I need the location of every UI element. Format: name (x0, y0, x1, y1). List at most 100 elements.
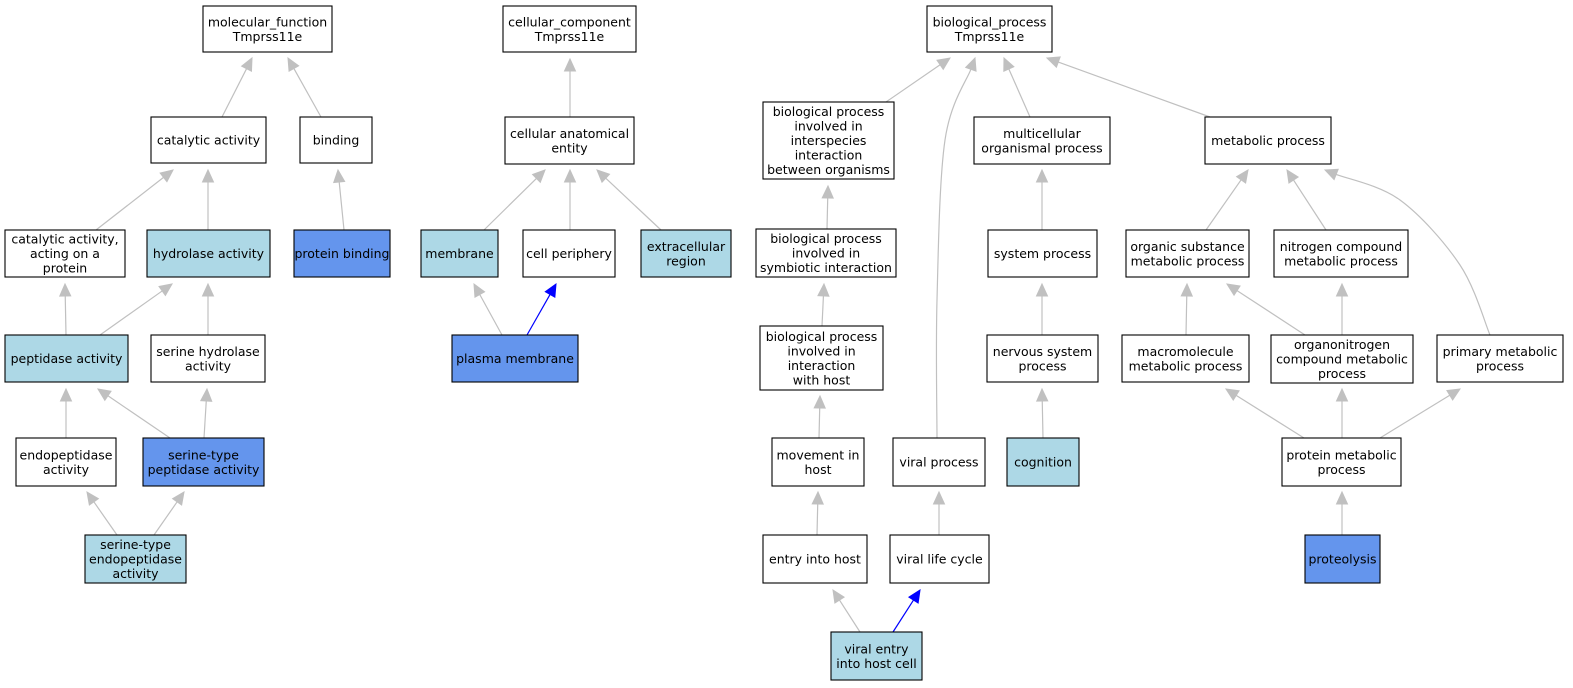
edge-arrowhead (1225, 283, 1241, 297)
edge-line (1293, 179, 1327, 231)
node-box (4, 229, 126, 278)
node-catalytic[interactable]: catalytic activity (150, 116, 267, 164)
node-label-line: plasma membrane (456, 351, 574, 366)
edge-cell_periphery-to-cae (563, 168, 577, 230)
edge-line (605, 177, 662, 231)
node-plasma-membrane[interactable]: plasma membrane (451, 334, 579, 383)
edge-membrane-to-cae (483, 169, 546, 231)
node-label-line: catalytic activity (157, 133, 261, 148)
node-label-line: metabolic process (1284, 253, 1398, 268)
node-label-line: metabolic process (1131, 253, 1245, 268)
edge-arrowhead (1224, 388, 1240, 401)
node-protein-binding[interactable]: protein binding (293, 229, 391, 278)
node-box (762, 534, 868, 584)
edge-nervous_system-to-system_process (1035, 282, 1049, 335)
node-label-line: region (666, 253, 706, 268)
edge-arrowhead (1035, 168, 1049, 183)
edge-line (816, 503, 819, 536)
node-label-line: into host cell (836, 656, 916, 671)
node-label-line: organismal process (981, 140, 1102, 155)
node-proteolysis[interactable]: proteolysis (1304, 534, 1381, 584)
edge-line (1008, 68, 1031, 118)
node-label-line: primary metabolic (1443, 344, 1558, 359)
node-cognition[interactable]: cognition (1006, 437, 1080, 487)
edge-arrowhead (811, 490, 824, 505)
node-label-line: biological process (766, 329, 878, 344)
node-label-line: molecular_function (208, 14, 327, 29)
node-label-line: cellular anatomical (510, 126, 629, 141)
edge-arrowhead (201, 282, 215, 297)
node-box (1204, 116, 1332, 165)
node-binding[interactable]: binding (299, 116, 373, 164)
node-box (892, 437, 986, 487)
edge-line (1041, 400, 1044, 439)
edge-arrowhead (199, 387, 213, 402)
edge-movement_host-to-bp_host (813, 394, 826, 439)
node-membrane[interactable]: membrane (420, 229, 499, 278)
edge-arrowhead (907, 588, 921, 604)
node-label-line: macromolecule (1137, 344, 1233, 359)
node-label-line: biological process (770, 231, 882, 246)
node-label-line: Tmprss11e (954, 29, 1025, 44)
node-viral-life-cycle[interactable]: viral life cycle (889, 534, 990, 584)
edge-protein_metabolic-to-macromolecule (1224, 388, 1305, 439)
edge-line (293, 68, 322, 118)
node-entry-host[interactable]: entry into host (762, 534, 868, 584)
edge-arrowhead (97, 388, 112, 402)
node-cell-periphery[interactable]: cell periphery (522, 229, 616, 278)
edge-plasma_membrane-to-membrane (473, 282, 503, 336)
node-box (926, 5, 1053, 53)
node-peptidase[interactable]: peptidase activity (4, 334, 129, 383)
edge-arrowhead (473, 282, 486, 298)
edge-protein_metabolic-to-primary_metabolic (1379, 388, 1462, 439)
edge-arrowhead (544, 282, 557, 298)
node-label-line: activity (43, 462, 90, 477)
node-label-line: activity (112, 566, 159, 581)
node-system-process[interactable]: system process (987, 229, 1098, 278)
edge-arrowhead (1003, 56, 1015, 72)
edge-arrowhead (1045, 56, 1061, 69)
edge-arrowhead (813, 394, 826, 409)
node-label-line: acting on a (30, 246, 100, 261)
edge-arrowhead (332, 168, 346, 184)
node-box (640, 229, 732, 278)
node-label-line: peptidase activity (148, 462, 260, 477)
edge-plasma_membrane-to-cell_periphery (526, 282, 557, 336)
edge-binding-to-mf_root (287, 56, 322, 118)
edge-extracellular-to-cae (596, 169, 662, 231)
edge-line (479, 294, 503, 336)
node-viral-process[interactable]: viral process (892, 437, 986, 487)
node-label-line: symbiotic interaction (760, 260, 892, 275)
node-metabolic[interactable]: metabolic process (1204, 116, 1332, 165)
node-label-line: viral life cycle (896, 552, 983, 567)
node-box (146, 229, 271, 278)
edge-line (483, 177, 537, 231)
node-box (1273, 229, 1409, 278)
node-label-line: membrane (425, 246, 494, 261)
node-hydrolase[interactable]: hydrolase activity (146, 229, 271, 278)
